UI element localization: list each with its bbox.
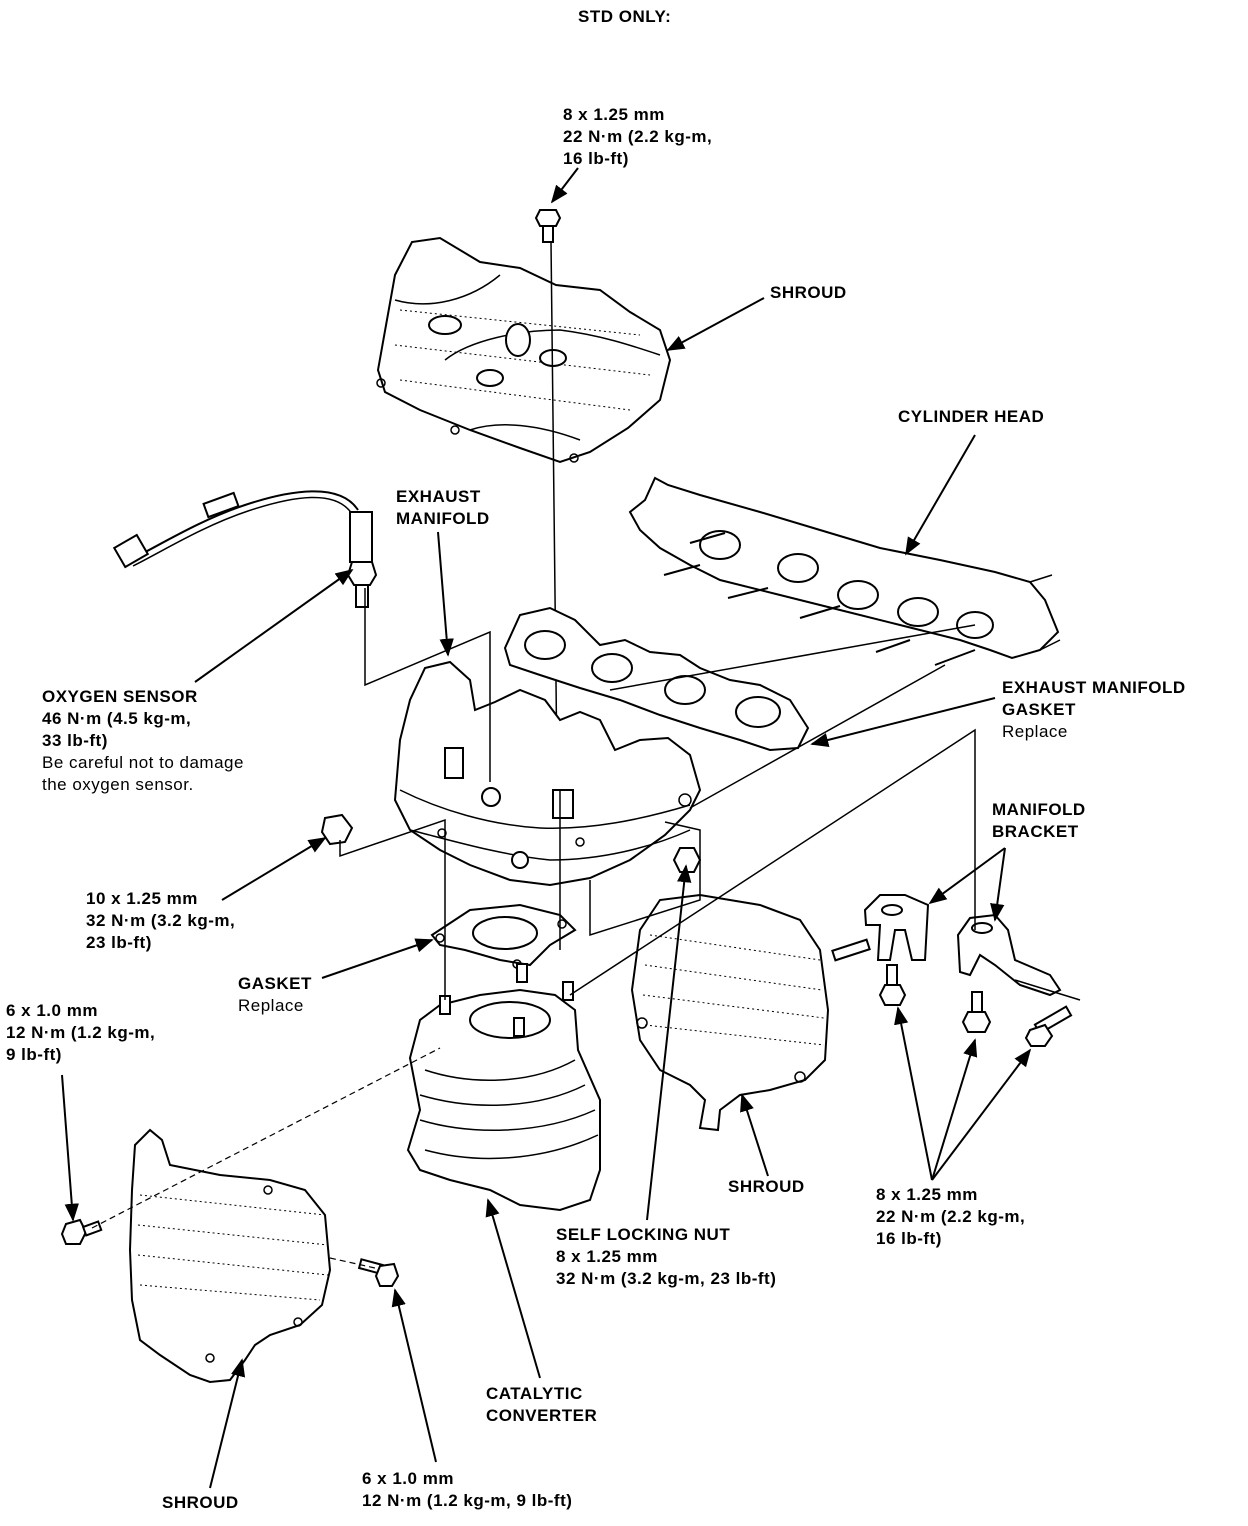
page-title: STD ONLY: — [578, 7, 672, 26]
left-bolt-spec-line: 6 x 1.0 mm — [6, 1001, 98, 1020]
top-bolt-spec: 8 x 1.25 mm 22 N·m (2.2 kg-m, 16 lb-ft) — [563, 104, 712, 170]
bracket-bolts-spec-line: 8 x 1.25 mm — [876, 1185, 978, 1204]
exhaust-manifold-part — [393, 660, 702, 887]
left-bolt-spec-line: 9 lb-ft) — [6, 1045, 62, 1064]
self-locking-nut-part — [672, 847, 702, 873]
nut-10-spec: 10 x 1.25 mm 32 N·m (3.2 kg-m, 23 lb-ft) — [86, 888, 235, 954]
bracket-bolts-spec-line: 16 lb-ft) — [876, 1229, 942, 1248]
left-bolt-spec: 6 x 1.0 mm 12 N·m (1.2 kg-m, 9 lb-ft) — [6, 1000, 155, 1066]
left-shroud-part — [128, 1128, 332, 1384]
catalytic-converter-label: CATALYTIC CONVERTER — [486, 1383, 597, 1427]
bracket-bolts-spec-line: 22 N·m (2.2 kg-m, — [876, 1207, 1026, 1226]
self-locking-nut-label-line: 8 x 1.25 mm — [556, 1247, 658, 1266]
exhaust-manifold-gasket-part — [503, 606, 810, 752]
oxygen-sensor-label: OXYGEN SENSOR 46 N·m (4.5 kg-m, 33 lb-ft… — [42, 686, 244, 796]
bottom-bolt-spec-line: 6 x 1.0 mm — [362, 1469, 454, 1488]
right-shroud-part — [630, 893, 830, 1132]
oxygen-sensor-label-line: 33 lb-ft) — [42, 731, 108, 750]
exhaust-manifold-label-line: EXHAUST — [396, 487, 481, 506]
exhaust-manifold-label: EXHAUST MANIFOLD — [396, 486, 490, 530]
flange-nut-part — [320, 813, 354, 846]
manifold-bracket-label-line: MANIFOLD — [992, 800, 1086, 819]
exhaust-manifold-label-line: MANIFOLD — [396, 509, 490, 528]
catalytic-converter-label-line: CATALYTIC — [486, 1384, 583, 1403]
self-locking-nut-label: SELF LOCKING NUT 8 x 1.25 mm 32 N·m (3.2… — [556, 1224, 776, 1290]
exhaust-manifold-gasket-label-line: EXHAUST MANIFOLD — [1002, 678, 1186, 697]
exhaust-manifold-gasket-note: Replace — [1002, 722, 1068, 741]
catalytic-converter-part — [406, 963, 601, 1212]
manifold-bracket-parts — [831, 894, 1073, 1047]
flange-gasket-part — [430, 903, 577, 969]
nut-10-spec-line: 23 lb-ft) — [86, 933, 152, 952]
left-bolt-part — [60, 1218, 103, 1245]
gasket-label: GASKET Replace — [238, 973, 312, 1017]
manifold-bracket-label: MANIFOLD BRACKET — [992, 799, 1086, 843]
shroud-right-label: SHROUD — [728, 1177, 805, 1196]
oxygen-sensor-label-line: 46 N·m (4.5 kg-m, — [42, 709, 192, 728]
self-locking-nut-label-line: 32 N·m (3.2 kg-m, 23 lb-ft) — [556, 1269, 777, 1288]
self-locking-nut-label-line: SELF LOCKING NUT — [556, 1225, 731, 1244]
top-bolt-spec-line: 22 N·m (2.2 kg-m, — [563, 127, 713, 146]
oxygen-sensor-part — [112, 490, 378, 608]
top-bolt-spec-line: 16 lb-ft) — [563, 149, 629, 168]
top-bolt-spec-line: 8 x 1.25 mm — [563, 105, 665, 124]
bottom-bolt-spec: 6 x 1.0 mm 12 N·m (1.2 kg-m, 9 lb-ft) — [362, 1468, 572, 1512]
shroud-top-label: SHROUD — [770, 283, 847, 302]
top-bolt-part — [534, 209, 562, 243]
exhaust-manifold-gasket-label-line: GASKET — [1002, 700, 1076, 719]
oxygen-sensor-label-line: OXYGEN SENSOR — [42, 687, 198, 706]
gasket-label-line: GASKET — [238, 974, 312, 993]
bracket-bolts-spec: 8 x 1.25 mm 22 N·m (2.2 kg-m, 16 lb-ft) — [876, 1184, 1025, 1250]
nut-10-spec-line: 32 N·m (3.2 kg-m, — [86, 911, 236, 930]
manifold-bracket-label-line: BRACKET — [992, 822, 1079, 841]
nut-10-spec-line: 10 x 1.25 mm — [86, 889, 198, 908]
cylinder-head-part — [628, 476, 1061, 666]
exhaust-manifold-gasket-label: EXHAUST MANIFOLD GASKET Replace — [1002, 677, 1186, 743]
oxygen-sensor-note-line: Be careful not to damage — [42, 753, 244, 772]
bottom-bolt-part — [357, 1258, 400, 1287]
oxygen-sensor-note-line: the oxygen sensor. — [42, 775, 194, 794]
top-shroud-part — [376, 236, 672, 464]
shroud-bottom-label: SHROUD — [162, 1493, 239, 1512]
catalytic-converter-label-line: CONVERTER — [486, 1406, 598, 1425]
bottom-bolt-spec-line: 12 N·m (1.2 kg-m, 9 lb-ft) — [362, 1491, 573, 1510]
cylinder-head-label: CYLINDER HEAD — [898, 407, 1045, 426]
left-bolt-spec-line: 12 N·m (1.2 kg-m, — [6, 1023, 156, 1042]
gasket-note: Replace — [238, 996, 304, 1015]
